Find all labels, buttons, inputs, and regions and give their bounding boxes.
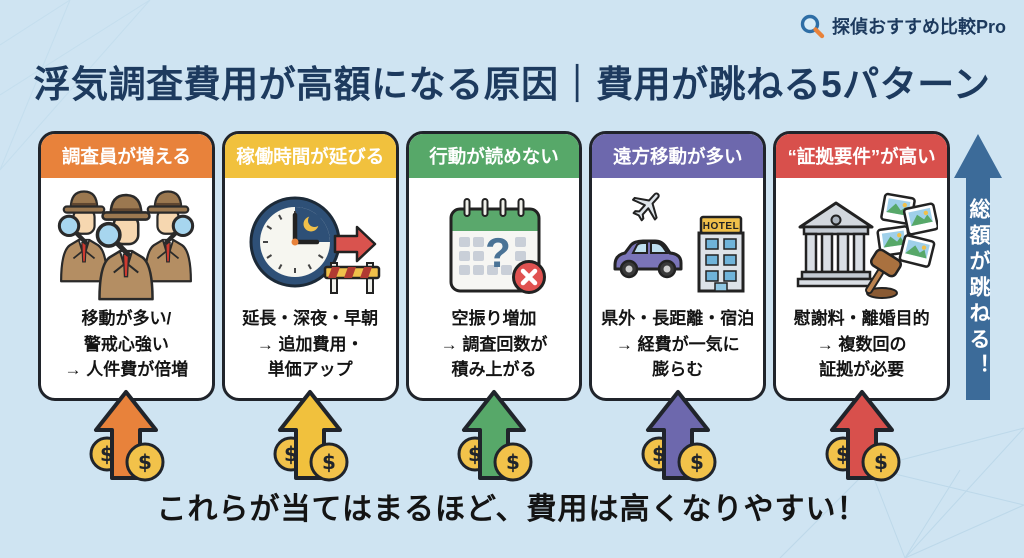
svg-text:$: $ [322, 450, 336, 474]
svg-text:$: $ [138, 450, 152, 474]
card-title: 調査員が増える [61, 146, 191, 167]
svg-text:?: ? [485, 229, 511, 276]
cost-up-arrow-investigators: $ $ [38, 388, 215, 484]
airplane-icon [631, 192, 660, 222]
cards-row: 調査員が増える [38, 131, 950, 401]
card-long-distance: 遠方移動が多い [589, 131, 767, 401]
card-description: 延長・深夜・早朝 → 追加費用・ 単価アップ [242, 309, 379, 379]
travel-icon: HOTEL [592, 178, 763, 302]
svg-text:$: $ [506, 450, 520, 474]
clock-overtime-icon [225, 178, 396, 302]
card-description: 空振り増加 → 調査回数が 積み上がる [440, 309, 548, 379]
brand-logo: 探偵おすすめ比較Pro [799, 13, 1006, 39]
card-description: 慰謝料・離婚目的 → 複数回の 証拠が必要 [793, 309, 930, 379]
courthouse-evidence-icon [776, 178, 947, 302]
card-unpredictable-behavior: 行動が読めない [405, 131, 583, 401]
card-title: 行動が読めない [429, 146, 559, 167]
courthouse-icon [796, 201, 875, 288]
card-header: “証拠要件”が高い [776, 134, 947, 178]
side-arrow-label: 総額が跳ねる！ [967, 198, 990, 380]
cost-up-arrow-working-hours: $ $ [222, 388, 399, 484]
cost-arrow-row: $ $ $ $ $ $ $ $ [38, 388, 950, 484]
hotel-icon: HOTEL [697, 215, 745, 293]
svg-text:HOTEL: HOTEL [703, 221, 739, 232]
brand-logo-text: 探偵おすすめ比較Pro [831, 17, 1006, 37]
card-title: 遠方移動が多い [613, 146, 743, 167]
cost-up-arrow-long-distance: $ $ [589, 388, 766, 484]
card-title: 稼働時間が延びる [236, 146, 385, 167]
svg-text:$: $ [690, 450, 704, 474]
page-title: 浮気調査費用が高額になる原因｜費用が跳ねる5パターン [33, 64, 991, 105]
up-arrow-icon [954, 134, 1002, 400]
magnifier-icon [800, 14, 825, 39]
cost-up-arrow-evidence: $ $ [773, 388, 950, 484]
card-working-hours: 稼働時間が延びる [221, 131, 399, 401]
footer-message: これらが当てはまるほど、費用は高くなりやすい！ [156, 493, 868, 526]
card-title: “証拠要件”が高い [787, 146, 936, 167]
card-investigators: 調査員が増える [38, 131, 215, 401]
photos-icon [876, 192, 938, 268]
cost-up-arrow-unpredictable: $ $ [406, 388, 583, 484]
gavel-icon [864, 248, 902, 299]
side-total-arrow: 総額が跳ねる！ [951, 132, 1005, 402]
card-header: 遠方移動が多い [592, 134, 764, 178]
svg-text:$: $ [874, 450, 888, 474]
detectives-icon [41, 178, 212, 302]
card-description: 県外・長距離・宿泊 → 経費が一気に 膨らむ [601, 309, 755, 379]
card-header: 調査員が増える [41, 134, 212, 178]
card-header: 行動が読めない [408, 134, 580, 178]
calendar-question-icon: ? [409, 178, 580, 302]
card-evidence-requirements: “証拠要件”が高い [773, 131, 950, 401]
card-header: 稼働時間が延びる [224, 134, 396, 178]
car-icon [613, 239, 683, 279]
card-description: 移動が多い/ 警戒心強い → 人件費が倍増 [64, 309, 189, 379]
